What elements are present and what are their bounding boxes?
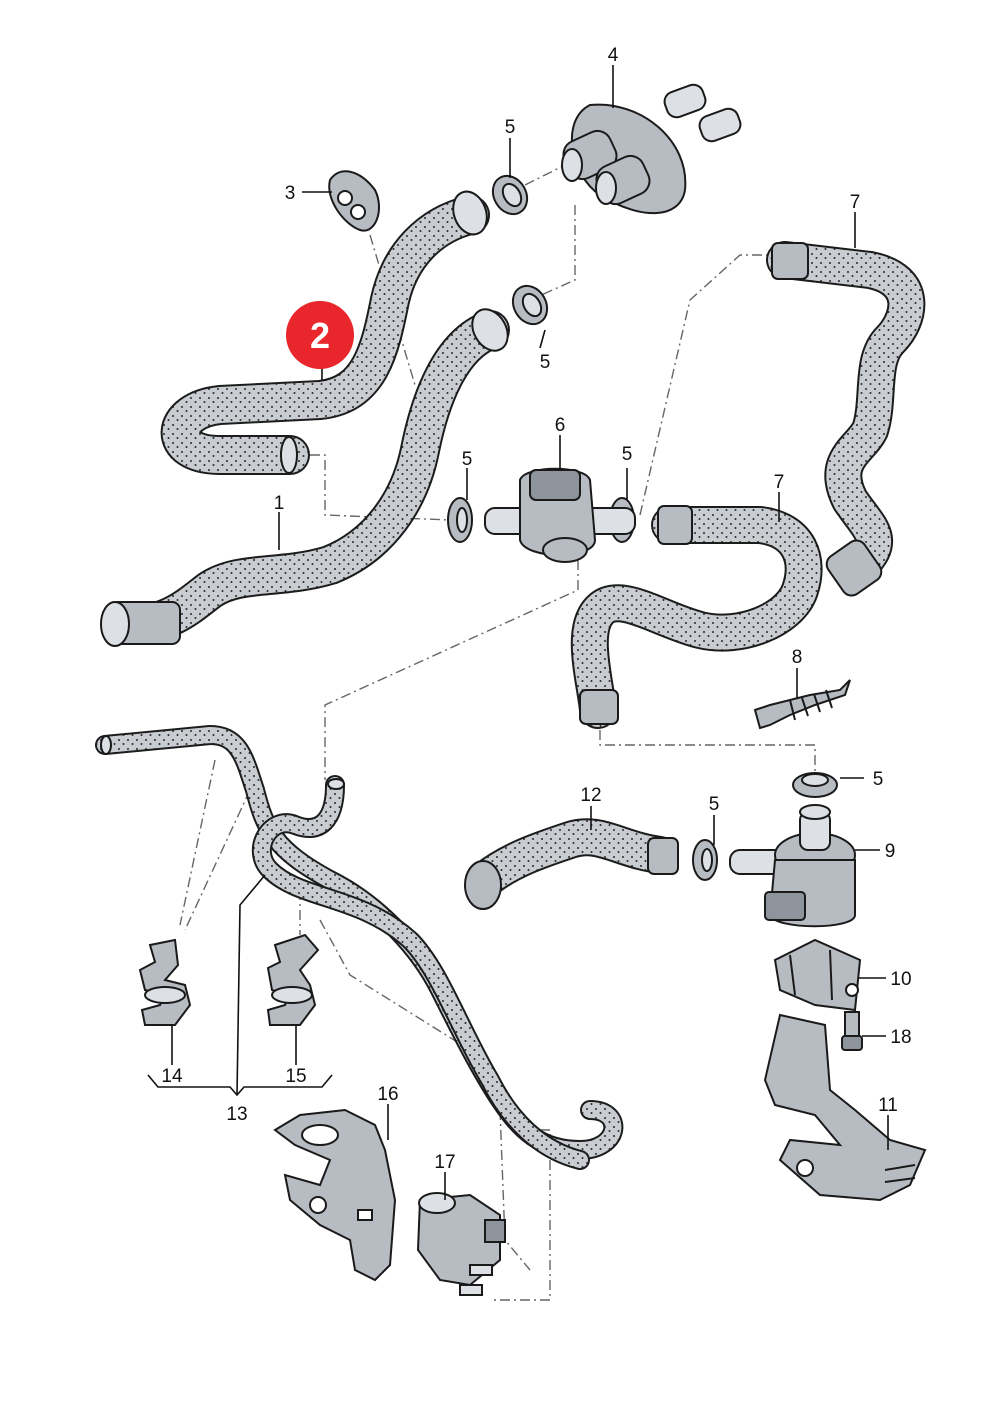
callout-6: 6 bbox=[555, 415, 566, 436]
clamp-5-second bbox=[511, 284, 549, 326]
callout-15: 15 bbox=[285, 1066, 306, 1087]
hose-13 bbox=[95, 725, 624, 1170]
clamp-5-pump-side bbox=[692, 839, 718, 881]
callout-7-b: 7 bbox=[774, 472, 785, 493]
callout-18: 18 bbox=[890, 1027, 911, 1048]
highlight-badge: 2 bbox=[286, 301, 354, 369]
callout-5-f: 5 bbox=[709, 794, 720, 815]
callout-13: 13 bbox=[226, 1104, 247, 1125]
callout-7-a: 7 bbox=[850, 192, 861, 213]
hose-2 bbox=[160, 190, 490, 475]
valve-6 bbox=[484, 467, 636, 563]
clamp-5-left-valve bbox=[447, 497, 473, 543]
grommet-4 bbox=[561, 83, 742, 215]
holder-15 bbox=[266, 933, 320, 1026]
callout-4: 4 bbox=[608, 45, 619, 66]
callout-12: 12 bbox=[580, 785, 601, 806]
callout-16: 16 bbox=[377, 1084, 398, 1105]
callout-11: 11 bbox=[878, 1095, 898, 1116]
pump-9 bbox=[729, 804, 856, 928]
clamp-5-pump-top bbox=[792, 772, 838, 798]
callout-8: 8 bbox=[792, 647, 803, 668]
holder-14 bbox=[138, 938, 192, 1026]
holder-8 bbox=[753, 679, 851, 730]
bracket-11 bbox=[763, 1013, 927, 1202]
bracket-16 bbox=[273, 1108, 397, 1282]
callout-3: 3 bbox=[285, 183, 296, 204]
bracket-10 bbox=[773, 938, 862, 1012]
callout-17: 17 bbox=[434, 1152, 455, 1173]
callout-14: 14 bbox=[161, 1066, 183, 1087]
bolt-18 bbox=[841, 1011, 863, 1051]
callout-5-d: 5 bbox=[622, 444, 633, 465]
badge-label: 2 bbox=[310, 315, 330, 356]
callout-10: 10 bbox=[890, 969, 911, 990]
leader-lines bbox=[147, 65, 889, 1200]
hose-7-middle bbox=[570, 505, 823, 729]
hose-12 bbox=[464, 818, 679, 910]
callout-5-b: 5 bbox=[540, 352, 551, 373]
hose-7-upper bbox=[766, 241, 926, 597]
callout-9: 9 bbox=[885, 841, 896, 862]
connection-lines bbox=[179, 159, 816, 1301]
callout-5-e: 5 bbox=[873, 769, 884, 790]
callout-1: 1 bbox=[274, 493, 285, 514]
callout-5-a: 5 bbox=[505, 117, 516, 138]
bracket-3 bbox=[328, 170, 380, 232]
hose-1 bbox=[100, 308, 510, 647]
callout-5-c: 5 bbox=[462, 449, 473, 470]
valve-17 bbox=[416, 1192, 506, 1296]
clamp-5-top bbox=[491, 174, 529, 216]
callout-labels: 1 3 4 5 5 5 5 5 5 6 7 7 8 9 10 11 12 13 … bbox=[161, 45, 911, 1173]
